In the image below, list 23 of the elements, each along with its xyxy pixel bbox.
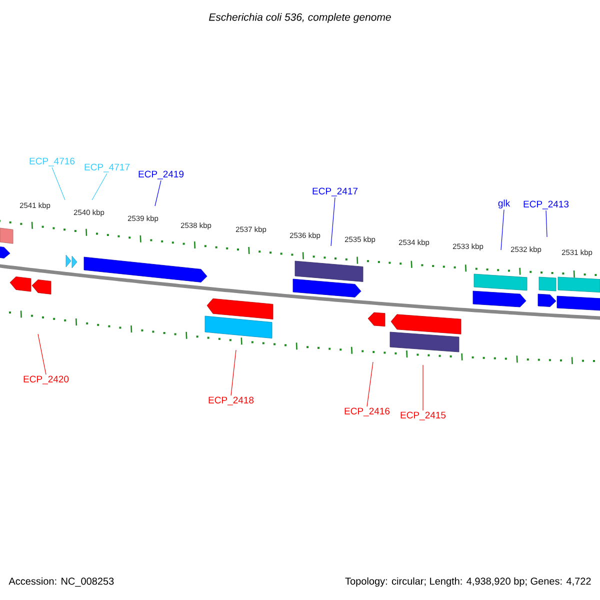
gene-label: ECP_2416 (344, 408, 390, 416)
leader-line (366, 362, 374, 407)
gene-label: ECP_2417 (312, 188, 358, 196)
gene-label: ECP_2415 (400, 412, 446, 420)
leader-line (230, 350, 236, 396)
leader-line (422, 364, 424, 411)
genome-info-text: Topology: circular; Length: 4,938,920 bp; Genes: 4,722 (345, 577, 591, 587)
leader-line (546, 210, 548, 238)
gene-label: ECP_4717 (84, 164, 130, 172)
gene-label: ECP_4716 (30, 158, 75, 166)
leader-line (330, 197, 336, 246)
gene-label: glk (498, 200, 510, 208)
leader-line (38, 334, 46, 375)
leader-line (92, 173, 108, 200)
gene-label: ECP_2420 (24, 376, 69, 384)
gene-label: ECP_2418 (208, 396, 254, 406)
leader-line (52, 167, 66, 200)
gene-label: ECP_2419 (138, 170, 184, 180)
leader-line (154, 180, 162, 206)
gene-label: ECP_2413 (524, 200, 569, 210)
title: Escherichia coli 536, complete genome (209, 13, 391, 23)
leader-line (500, 209, 504, 250)
accession-text: Accession: NC_008253 (8, 577, 114, 587)
